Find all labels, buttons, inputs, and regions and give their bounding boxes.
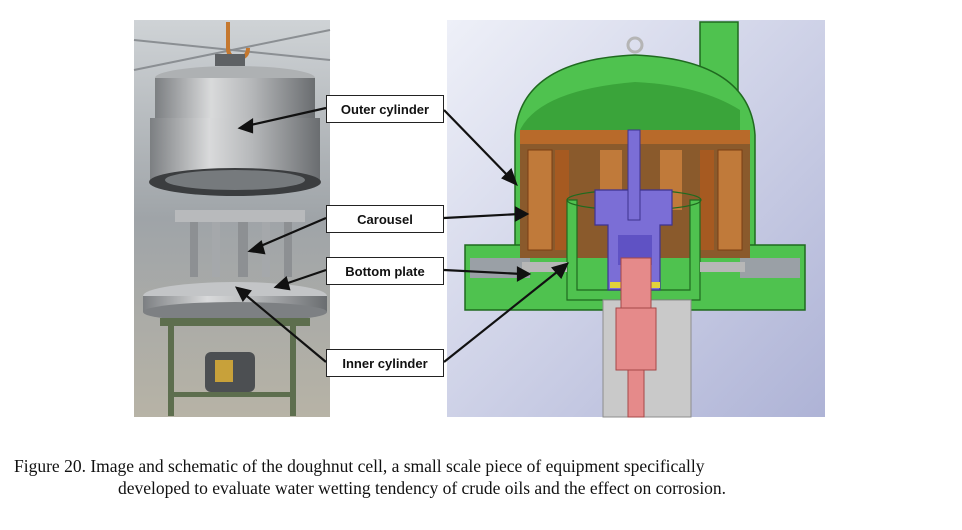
caption-line-2: developed to evaluate water wetting tend… bbox=[118, 478, 727, 498]
label-carousel: Carousel bbox=[326, 205, 444, 233]
figure-caption: Figure 20. Image and schematic of the do… bbox=[14, 455, 950, 499]
equipment-photo bbox=[133, 20, 331, 417]
label-outer-cylinder: Outer cylinder bbox=[326, 95, 444, 123]
figure-illustration bbox=[133, 20, 825, 418]
callout-arrows bbox=[234, 106, 570, 363]
caption-line-1: Figure 20. Image and schematic of the do… bbox=[14, 456, 705, 476]
label-bottom-plate: Bottom plate bbox=[326, 257, 444, 285]
label-inner-cylinder: Inner cylinder bbox=[326, 349, 444, 377]
cross-section-schematic bbox=[447, 20, 825, 418]
